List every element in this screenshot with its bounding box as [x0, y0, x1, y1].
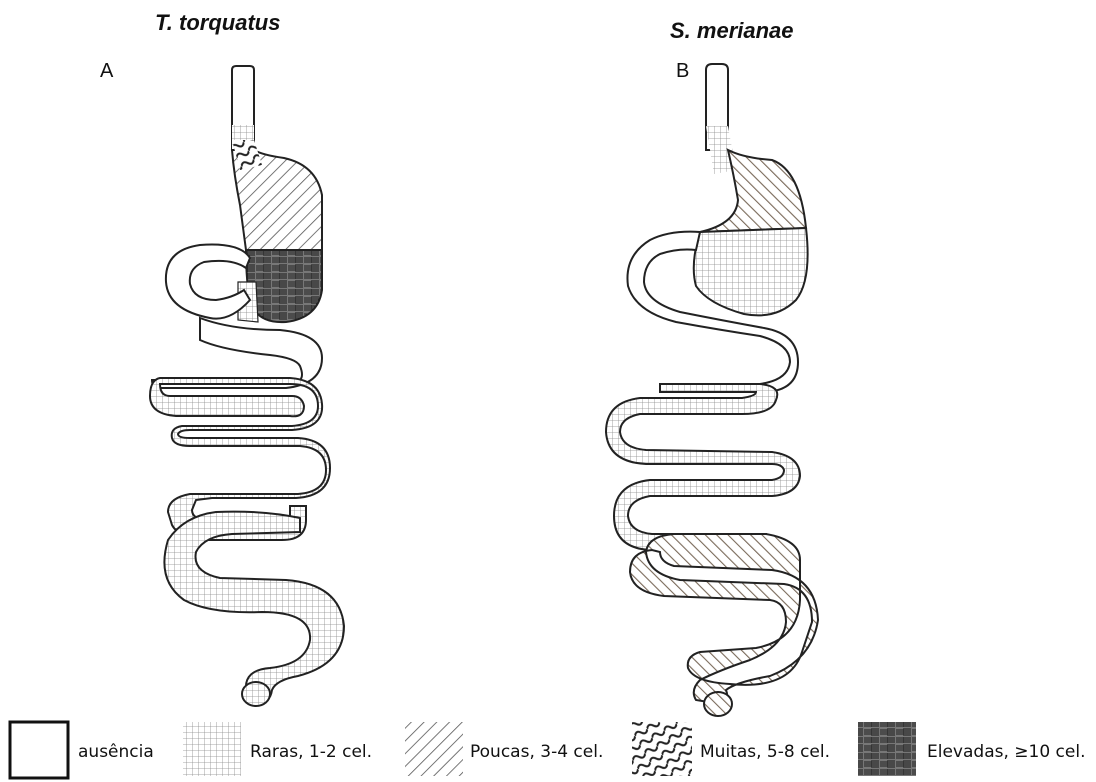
legend-label-none: ausência [78, 742, 154, 762]
legend-swatch-none [10, 722, 68, 778]
gut-b [606, 64, 818, 716]
cloaca-b [704, 692, 732, 716]
legend-label-diagonal: Poucas, 3-4 cel. [470, 742, 603, 762]
duodenum-a [166, 245, 250, 319]
cloaca-a [242, 682, 270, 706]
stomach-b-lower [694, 228, 808, 315]
legend-label-wavy: Muitas, 5-8 cel. [700, 742, 830, 762]
legend-label-weave: Elevadas, ≥10 cel. [927, 742, 1086, 762]
legend-swatch-grid [183, 722, 241, 776]
intestine-b-coils [606, 384, 800, 550]
legend-swatch-weave [858, 722, 916, 776]
gut-a [150, 66, 344, 706]
legend-swatch-wavy [632, 722, 692, 776]
legend-label-grid: Raras, 1-2 cel. [250, 742, 372, 762]
legend-swatch-diagonal [405, 722, 463, 776]
intestine-b-lower [630, 534, 818, 704]
